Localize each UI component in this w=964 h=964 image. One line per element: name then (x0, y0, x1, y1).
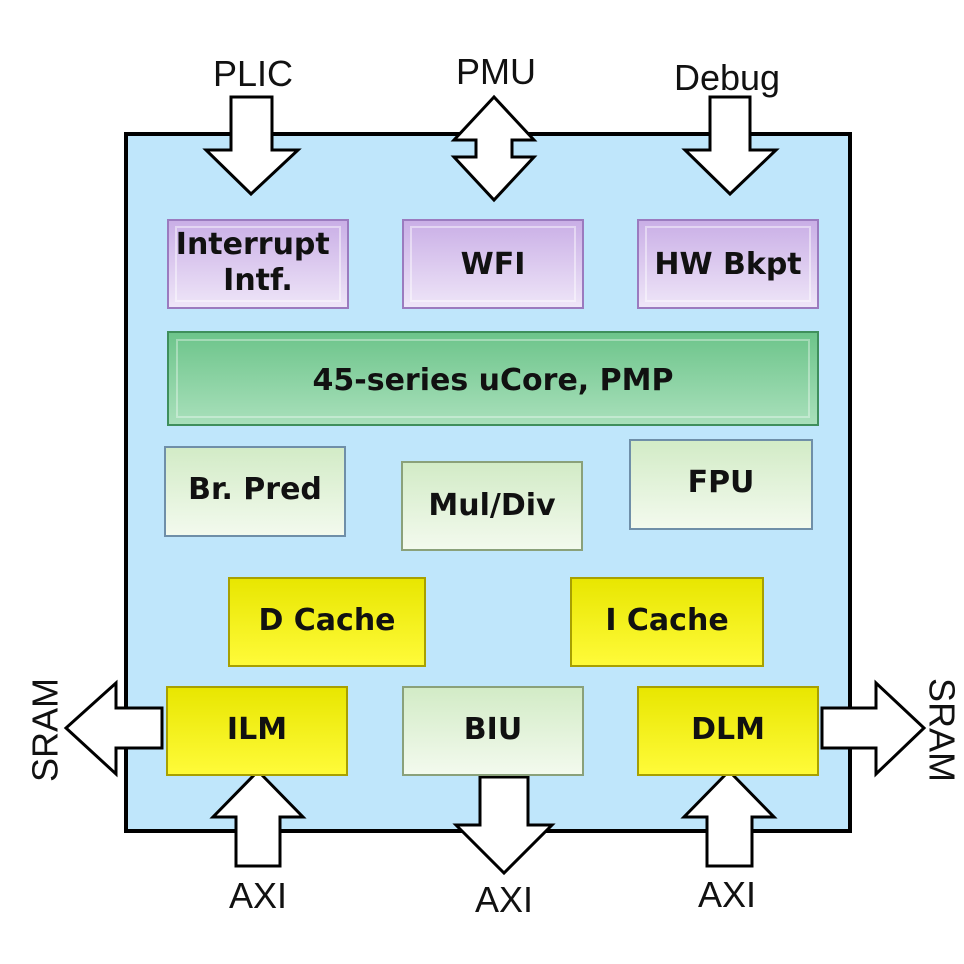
br-pred-label: Br. Pred (188, 472, 322, 507)
wfi-block: WFI (402, 219, 584, 309)
axi-middle-down-arrow (452, 775, 556, 876)
ucore-block: 45-series uCore, PMP (167, 331, 819, 426)
hw-bkpt-block: HW Bkpt (637, 219, 819, 309)
ilm-label: ILM (227, 712, 287, 747)
ilm-block: ILM (166, 686, 348, 776)
interrupt-intf-block: Interrupt Intf. (167, 219, 349, 309)
mul-div-block: Mul/Div (401, 461, 583, 551)
axi-left-label: AXI (229, 875, 287, 916)
interrupt-intf-label-line2: Intf. (223, 263, 293, 298)
d-cache-label: D Cache (258, 603, 395, 638)
hw-bkpt-label: HW Bkpt (654, 247, 801, 282)
sram-left-arrow (63, 679, 164, 778)
biu-block: BIU (402, 686, 584, 776)
axi-left-up-arrow (209, 768, 307, 868)
i-cache-block: I Cache (570, 577, 764, 667)
interrupt-intf-label-line1: Interrupt (176, 227, 330, 262)
axi-right-up-arrow (680, 768, 778, 868)
dlm-label: DLM (691, 712, 765, 747)
br-pred-block: Br. Pred (164, 446, 346, 537)
debug-down-arrow (681, 95, 780, 197)
pmu-label: PMU (456, 51, 536, 92)
debug-label: Debug (674, 57, 780, 98)
fpu-label: FPU (688, 465, 755, 500)
pmu-bidirectional-arrow (450, 94, 538, 203)
plic-down-arrow (202, 95, 302, 197)
sram-left-label: SRAM (25, 678, 66, 782)
fpu-block: FPU (629, 439, 813, 530)
sram-right-arrow (820, 679, 927, 778)
plic-label: PLIC (213, 53, 293, 94)
axi-right-label: AXI (698, 874, 756, 915)
ucore-label: 45-series uCore, PMP (313, 363, 674, 398)
svg-text:Interrupt Intf.: Interrupt Intf. (176, 227, 340, 298)
mul-div-label: Mul/Div (428, 488, 556, 523)
wfi-label: WFI (461, 247, 526, 282)
biu-label: BIU (464, 712, 522, 747)
axi-middle-label: AXI (475, 879, 533, 920)
d-cache-block: D Cache (228, 577, 426, 667)
dlm-block: DLM (637, 686, 819, 776)
i-cache-label: I Cache (605, 603, 728, 638)
sram-right-label: SRAM (921, 678, 962, 782)
